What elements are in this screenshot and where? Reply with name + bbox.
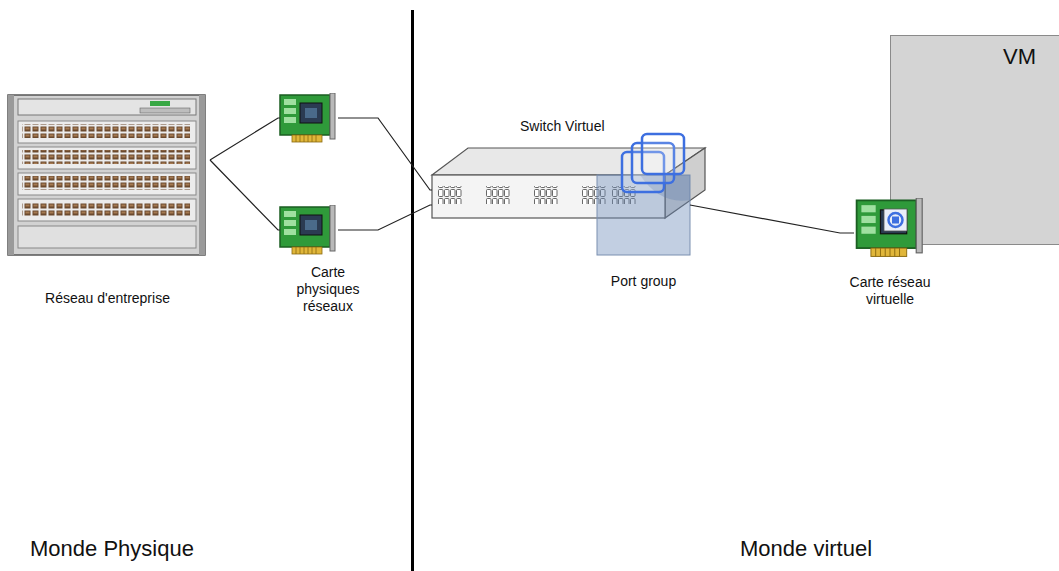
text-holder: Carte physiques réseaux <box>278 264 378 315</box>
region-label: Monde virtuel <box>740 536 872 562</box>
vsphere-icon <box>622 134 684 192</box>
network-link <box>338 118 432 230</box>
network-node: Réseau d'entreprise <box>5 92 210 307</box>
node-label: Carte réseau virtuelle <box>840 274 940 308</box>
text-holder: Switch Virtuel <box>520 118 605 135</box>
node-label: Réseau d'entreprise <box>5 290 210 307</box>
port-group: Port group <box>597 175 690 290</box>
nic-group: Carte physiques réseaux <box>278 90 378 315</box>
node-label: Carte physiques réseaux <box>278 264 378 315</box>
text-holder: Carte réseau virtuelle <box>840 274 940 308</box>
text-holder: VM <box>1003 44 1036 70</box>
node-label: Switch Virtuel <box>520 118 605 135</box>
server-rack <box>8 95 205 255</box>
virtual-nic-icon <box>854 198 926 260</box>
node-label: Port group <box>597 273 690 290</box>
network-link <box>690 205 854 233</box>
switch-node: Switch Virtuel <box>430 118 710 220</box>
text-holder: Réseau d'entreprise <box>5 290 210 307</box>
physical-nic <box>280 93 335 142</box>
divider-line <box>411 10 414 571</box>
virtual-nic: Carte réseau virtuelle <box>840 198 940 308</box>
vm-title: VM <box>1003 44 1036 70</box>
region-label: Monde Physique <box>30 536 194 562</box>
text-holder: Port group <box>597 273 690 290</box>
physical-nic <box>280 205 335 254</box>
network-link <box>210 118 280 230</box>
